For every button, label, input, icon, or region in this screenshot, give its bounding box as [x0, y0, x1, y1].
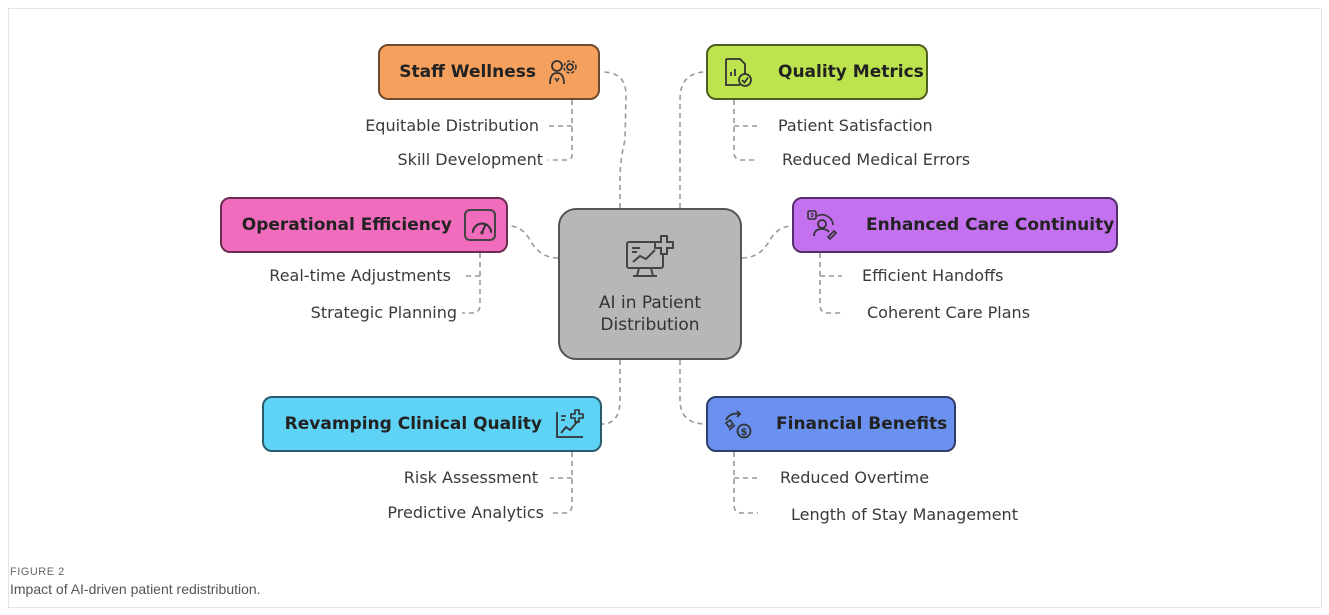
node-enhanced-care-continuity: Enhanced Care Continuity — [792, 197, 1118, 253]
financial-benefits-item-2: Length of Stay Management — [791, 505, 1018, 524]
gauge-icon — [464, 209, 496, 241]
operational-efficiency-item-1: Real-time Adjustments — [269, 266, 451, 285]
center-node: AI in Patient Distribution — [558, 208, 742, 360]
staff-settings-icon — [546, 56, 578, 88]
financial-benefits-label: Financial Benefits — [776, 414, 948, 434]
center-label-line1: AI in Patient — [598, 293, 702, 313]
care-continuity-item-2: Coherent Care Plans — [867, 303, 1031, 322]
node-staff-wellness: Staff Wellness — [378, 44, 600, 100]
node-quality-metrics: Quality Metrics — [706, 44, 928, 100]
quality-metrics-label: Quality Metrics — [778, 62, 924, 82]
figure-caption: Impact of AI-driven patient redistributi… — [10, 581, 261, 597]
care-continuity-icon — [806, 209, 838, 241]
document-check-icon — [722, 56, 754, 88]
center-label-line2: Distribution — [600, 315, 700, 335]
figure-label: FIGURE 2 — [10, 566, 65, 578]
svg-text:$: $ — [741, 427, 748, 438]
staff-wellness-item-1: Equitable Distribution — [365, 116, 539, 135]
quality-metrics-item-1: Patient Satisfaction — [778, 116, 933, 135]
care-continuity-item-1: Efficient Handoffs — [862, 266, 1004, 285]
clinical-quality-label: Revamping Clinical Quality — [284, 414, 542, 434]
node-financial-benefits: $ Financial Benefits — [706, 396, 956, 452]
node-operational-efficiency: Operational Efficiency — [220, 197, 508, 253]
clinical-chart-icon — [554, 408, 586, 440]
operational-efficiency-item-2: Strategic Planning — [310, 303, 457, 322]
staff-wellness-label: Staff Wellness — [399, 62, 536, 82]
quality-metrics-item-2: Reduced Medical Errors — [782, 150, 971, 169]
care-continuity-label: Enhanced Care Continuity — [866, 215, 1115, 235]
financial-benefits-item-1: Reduced Overtime — [780, 468, 930, 487]
figure-frame — [8, 8, 1322, 608]
node-revamping-clinical-quality: Revamping Clinical Quality — [262, 396, 602, 452]
staff-wellness-item-2: Skill Development — [397, 150, 543, 169]
operational-efficiency-label: Operational Efficiency — [241, 215, 452, 235]
monitor-analytics-icon — [623, 232, 677, 286]
clinical-quality-item-1: Risk Assessment — [403, 468, 538, 487]
money-cycle-icon: $ — [722, 408, 754, 440]
clinical-quality-item-2: Predictive Analytics — [387, 503, 544, 522]
